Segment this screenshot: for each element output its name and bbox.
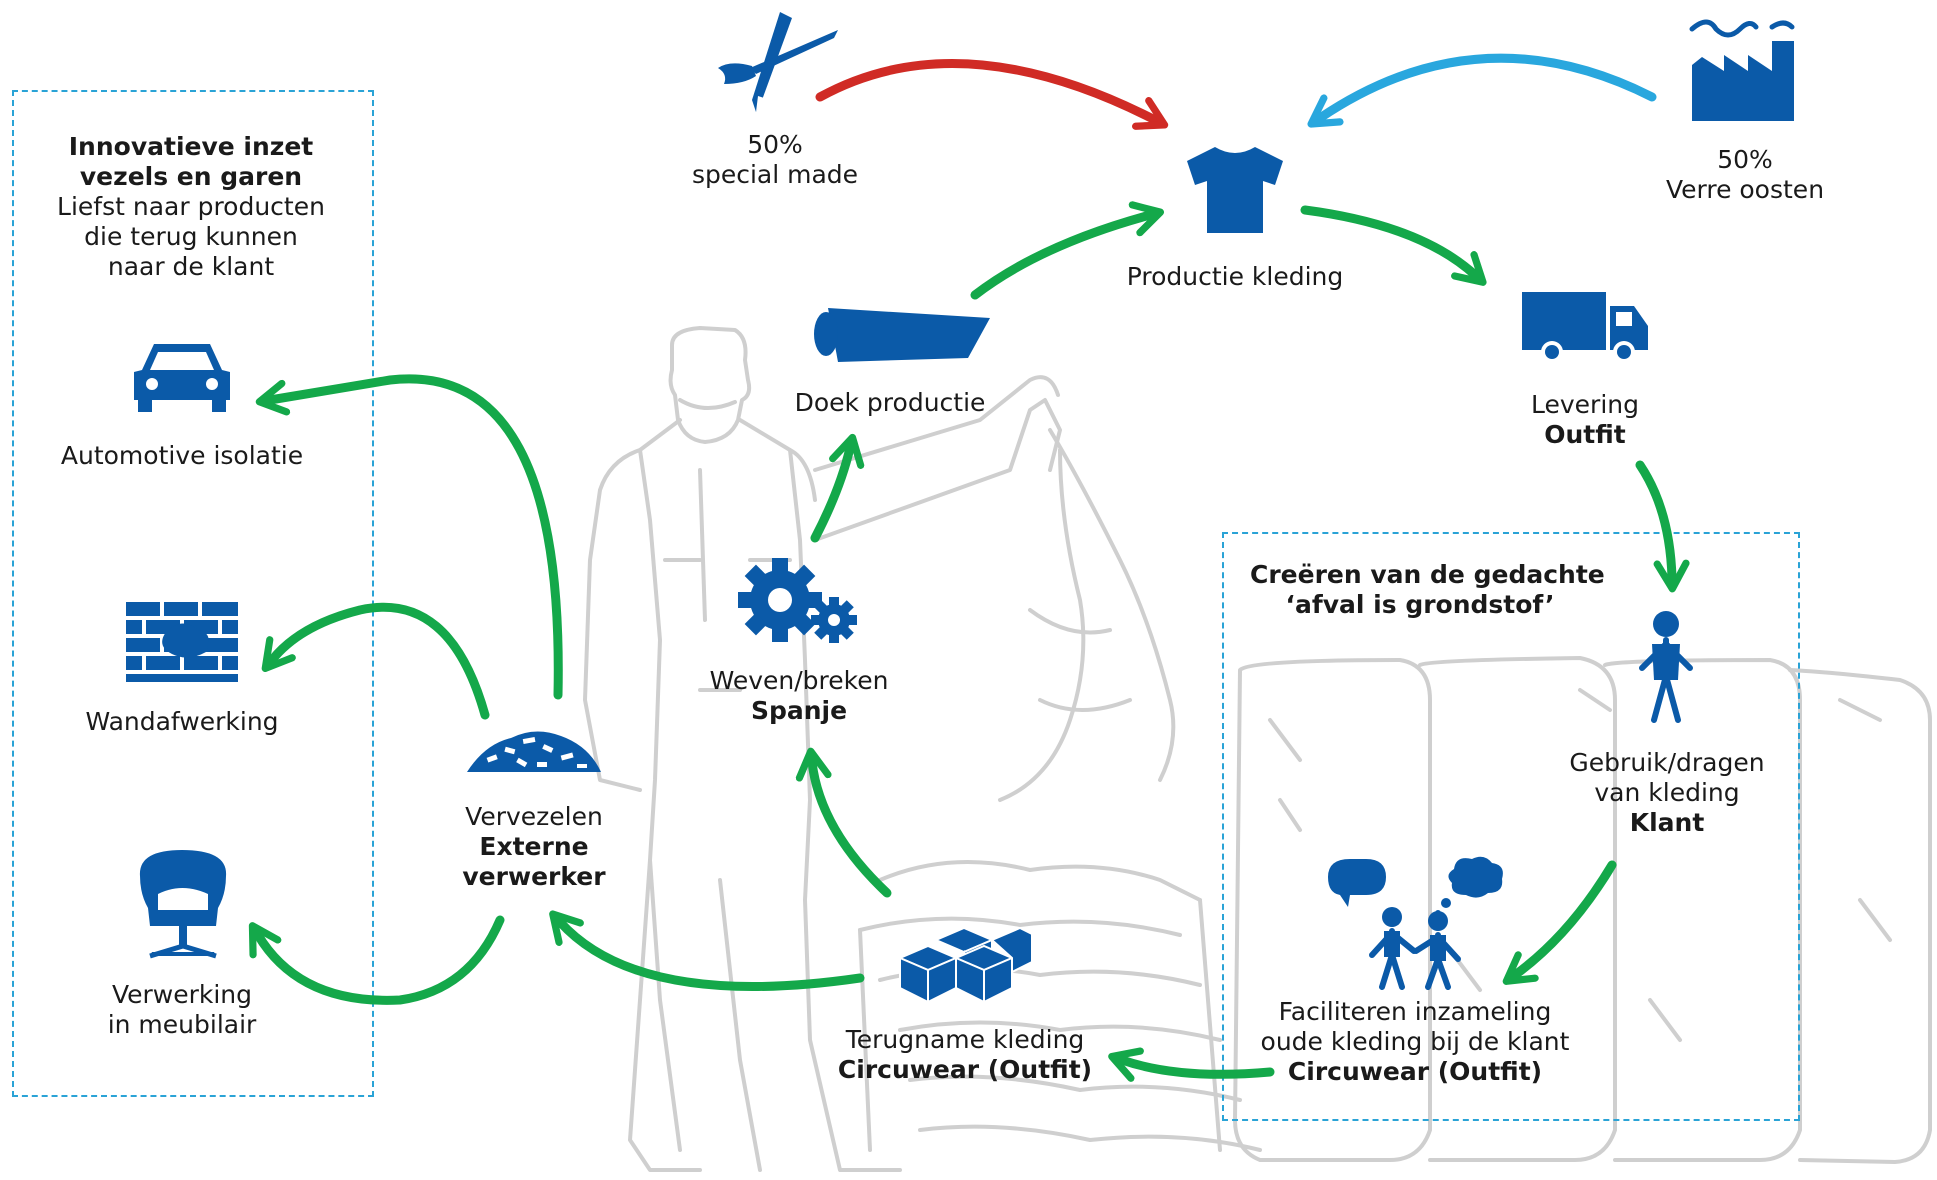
levering-line1: Levering bbox=[1531, 390, 1639, 419]
arrow-doek-to-productie bbox=[970, 201, 1165, 300]
arrow-vervezelen-to-automotive bbox=[255, 374, 563, 700]
arrow-gebruik-to-faciliteren bbox=[1502, 860, 1617, 985]
verre-line2: Verre oosten bbox=[1665, 175, 1825, 204]
arrow-productie-to-levering bbox=[1300, 205, 1487, 286]
faciliteren-line1: Faciliteren inzameling bbox=[1278, 997, 1552, 1026]
factory-icon bbox=[1689, 19, 1795, 121]
meubilair-line2: in meubilair bbox=[107, 1010, 257, 1039]
label-faciliteren: Faciliteren inzameling oude kleding bij … bbox=[1250, 997, 1580, 1087]
label-levering: Levering Outfit bbox=[1480, 390, 1690, 450]
vervezelen-bold2: verwerker bbox=[462, 862, 606, 891]
weven-bold1: Spanje bbox=[750, 696, 848, 725]
right-box-title-line1: Creëren van de gedachte bbox=[1250, 560, 1605, 589]
arrow-vervezelen-to-meubilair bbox=[248, 915, 505, 1005]
faciliteren-line2: oude kleding bij de klant bbox=[1260, 1027, 1570, 1056]
label-terugname: Terugname kleding Circuwear (Outfit) bbox=[830, 1025, 1100, 1085]
gebruik-line2: van kleding bbox=[1594, 778, 1740, 807]
fiber-pile-icon bbox=[467, 731, 601, 772]
left-box-title-line1: Innovatieve inzet bbox=[68, 132, 314, 161]
label-special: 50% special made bbox=[660, 130, 890, 190]
arrow-verre-to-productie bbox=[1307, 53, 1657, 128]
chair-icon bbox=[139, 850, 227, 959]
fabric-roll-icon bbox=[814, 308, 990, 362]
wand-line1: Wandafwerking bbox=[85, 707, 279, 736]
label-weven: Weven/breken Spanje bbox=[660, 666, 938, 726]
terugname-bold1: Circuwear (Outfit) bbox=[837, 1055, 1093, 1084]
gebruik-bold1: Klant bbox=[1629, 808, 1705, 837]
left-box-sub-line3: naar de klant bbox=[107, 252, 275, 281]
label-vervezelen: Vervezelen Externe verwerker bbox=[400, 802, 668, 892]
terugname-line1: Terugname kleding bbox=[845, 1025, 1085, 1054]
right-dashed-box bbox=[1222, 532, 1800, 1121]
arrow-levering-to-gebruik bbox=[1635, 460, 1690, 593]
people-talking-icon bbox=[1328, 856, 1503, 990]
label-automotive: Automotive isolatie bbox=[32, 441, 332, 471]
person-icon bbox=[1639, 611, 1693, 723]
left-dashed-box bbox=[12, 90, 374, 1097]
gears-icon bbox=[738, 558, 857, 643]
vervezelen-line1: Vervezelen bbox=[465, 802, 603, 831]
productie-line1: Productie kleding bbox=[1126, 262, 1344, 291]
meubilair-line1: Verwerking bbox=[111, 980, 253, 1009]
truck-icon bbox=[1522, 292, 1648, 363]
arrow-faciliteren-to-terugname bbox=[1108, 1047, 1275, 1082]
arrow-special-to-productie bbox=[815, 59, 1169, 130]
special-line2: special made bbox=[691, 160, 859, 189]
brick-wall-icon bbox=[126, 602, 238, 682]
label-gebruik: Gebruik/dragen van kleding Klant bbox=[1545, 748, 1789, 838]
right-box-heading: Creëren van de gedachte ‘afval is gronds… bbox=[1250, 560, 1605, 620]
car-icon bbox=[134, 344, 230, 412]
arrow-weven-to-doek bbox=[810, 433, 865, 543]
left-box-title-line2: vezels en garen bbox=[79, 162, 303, 191]
left-box-sub-line1: Liefst naar producten bbox=[57, 192, 325, 221]
boxes-icon bbox=[898, 926, 1033, 1004]
arrow-vervezelen-to-wand bbox=[261, 602, 490, 720]
right-box-title-line2: ‘afval is grondstof’ bbox=[1285, 590, 1555, 619]
automotive-line1: Automotive isolatie bbox=[60, 441, 304, 470]
design-tools-icon bbox=[718, 12, 838, 112]
label-wand: Wandafwerking bbox=[32, 707, 332, 737]
left-box-heading: Innovatieve inzet vezels en garen Liefst… bbox=[20, 132, 362, 282]
levering-bold1: Outfit bbox=[1544, 420, 1626, 449]
gebruik-line1: Gebruik/dragen bbox=[1569, 748, 1765, 777]
arrow-terugname-to-weven bbox=[795, 747, 892, 898]
label-doek: Doek productie bbox=[760, 388, 1020, 418]
label-verre: 50% Verre oosten bbox=[1625, 145, 1865, 205]
tshirt-icon bbox=[1187, 147, 1283, 233]
left-box-sub-line2: die terug kunnen bbox=[84, 222, 298, 251]
weven-line1: Weven/breken bbox=[709, 666, 889, 695]
arrow-terugname-to-vervezelen bbox=[549, 910, 865, 992]
label-meubilair: Verwerking in meubilair bbox=[32, 980, 332, 1040]
vervezelen-bold1: Externe bbox=[479, 832, 589, 861]
label-productie: Productie kleding bbox=[1090, 262, 1380, 292]
faciliteren-bold1: Circuwear (Outfit) bbox=[1287, 1057, 1543, 1086]
verre-line1: 50% bbox=[1717, 145, 1773, 174]
doek-line1: Doek productie bbox=[794, 388, 986, 417]
special-line1: 50% bbox=[747, 130, 803, 159]
